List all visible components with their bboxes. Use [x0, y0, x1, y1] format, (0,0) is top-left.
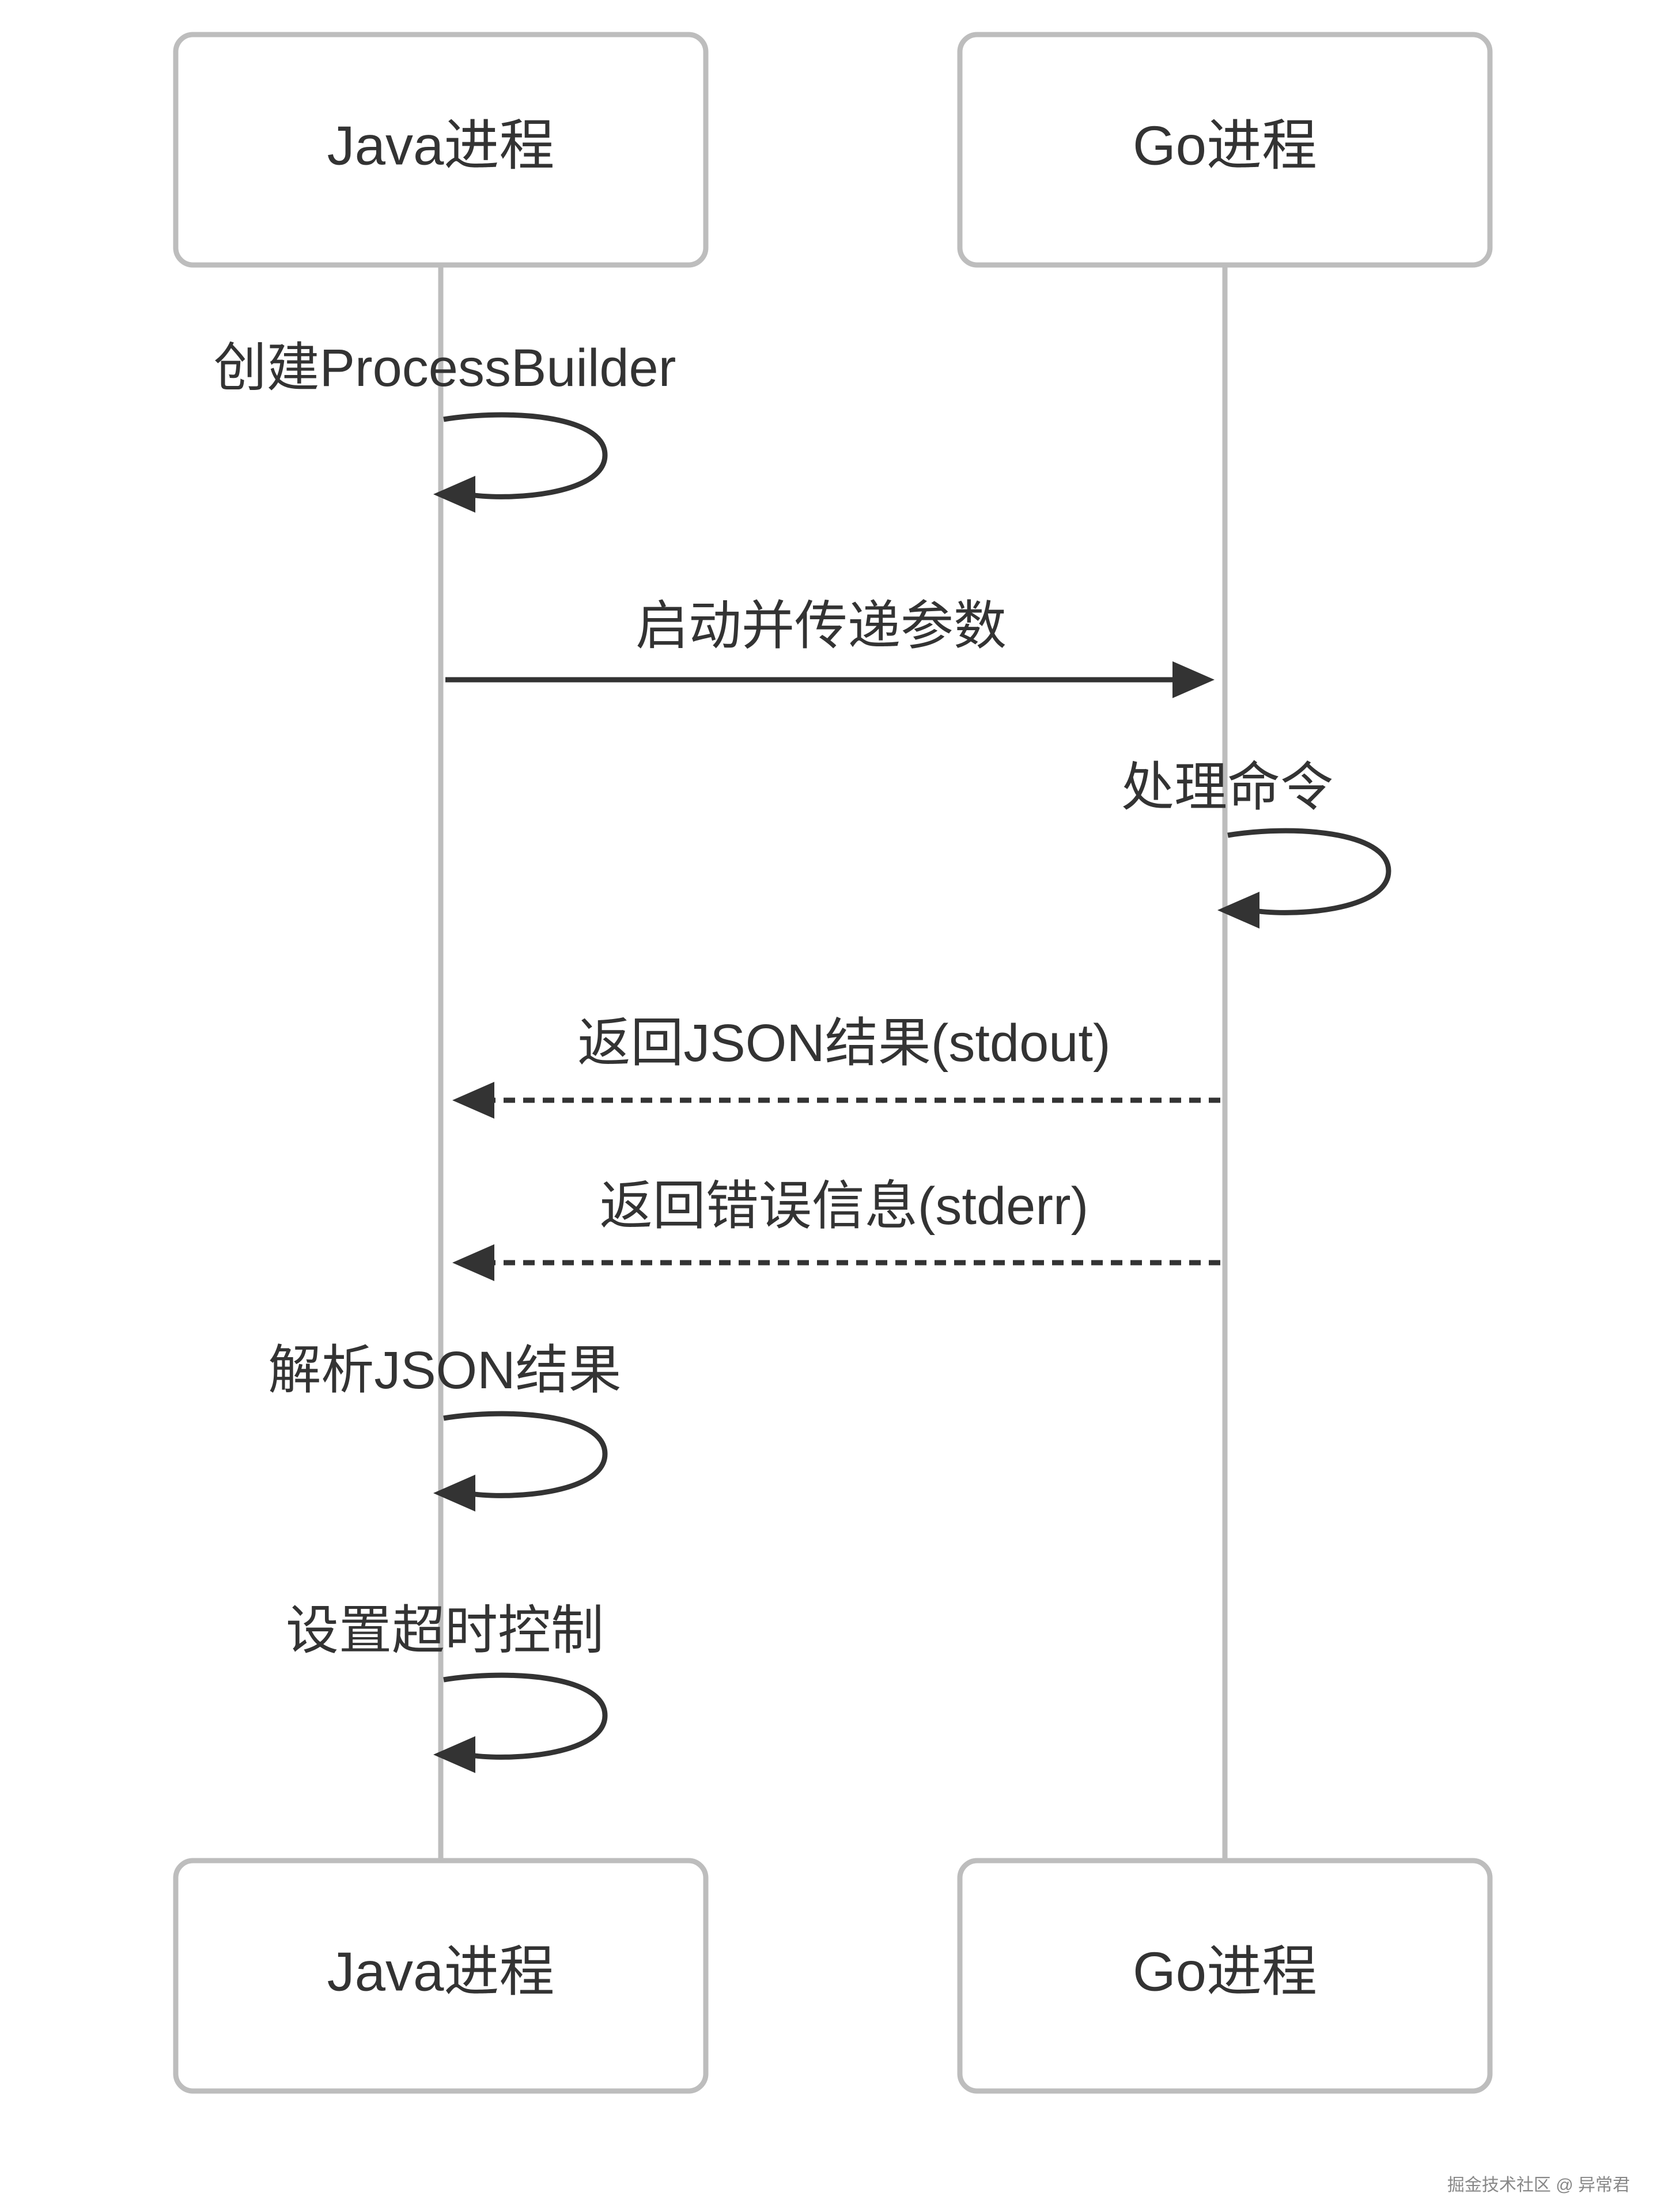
arrowhead-icon: [452, 1082, 494, 1119]
arrowhead-icon: [433, 1475, 475, 1512]
arrowhead-icon: [1217, 892, 1259, 929]
message-start-and-pass-args: 启动并传递参数: [445, 597, 1215, 698]
participant-label: Java进程: [327, 115, 555, 176]
arrowhead-icon: [433, 1736, 475, 1773]
message-label: 设置超时控制: [286, 1601, 604, 1660]
message-set-timeout: 设置超时控制: [286, 1601, 608, 1773]
message-parse-json: 解析JSON结果: [268, 1341, 622, 1512]
message-create-processbuilder: 创建ProcessBuilder: [214, 339, 676, 513]
participant-label: Go进程: [1133, 115, 1317, 176]
participant-go-top: Go进程: [957, 32, 1493, 268]
message-return-error-stderr: 返回错误信息(stderr): [452, 1177, 1220, 1281]
watermark: 掘金技术社区 @ 异常君: [1447, 2176, 1630, 2195]
message-label: 处理命令: [1121, 758, 1333, 817]
arrowhead-icon: [433, 476, 475, 513]
message-label: 解析JSON结果: [268, 1341, 621, 1400]
message-label: 返回错误信息(stderr): [600, 1177, 1088, 1236]
participant-java-bottom: Java进程: [173, 1858, 709, 2094]
participant-label: Go进程: [1133, 1941, 1317, 2002]
message-label: 创建ProcessBuilder: [214, 339, 676, 397]
arrowhead-icon: [452, 1244, 494, 1281]
message-label: 启动并传递参数: [636, 597, 1007, 656]
participant-label: Java进程: [327, 1941, 555, 2002]
message-label: 返回JSON结果(stdout): [577, 1014, 1110, 1073]
message-process-command: 处理命令: [1121, 758, 1391, 929]
arrowhead-icon: [1172, 661, 1215, 698]
participant-java-top: Java进程: [173, 32, 709, 268]
message-return-json-stdout: 返回JSON结果(stdout): [452, 1014, 1220, 1119]
participant-go-bottom: Go进程: [957, 1858, 1493, 2094]
